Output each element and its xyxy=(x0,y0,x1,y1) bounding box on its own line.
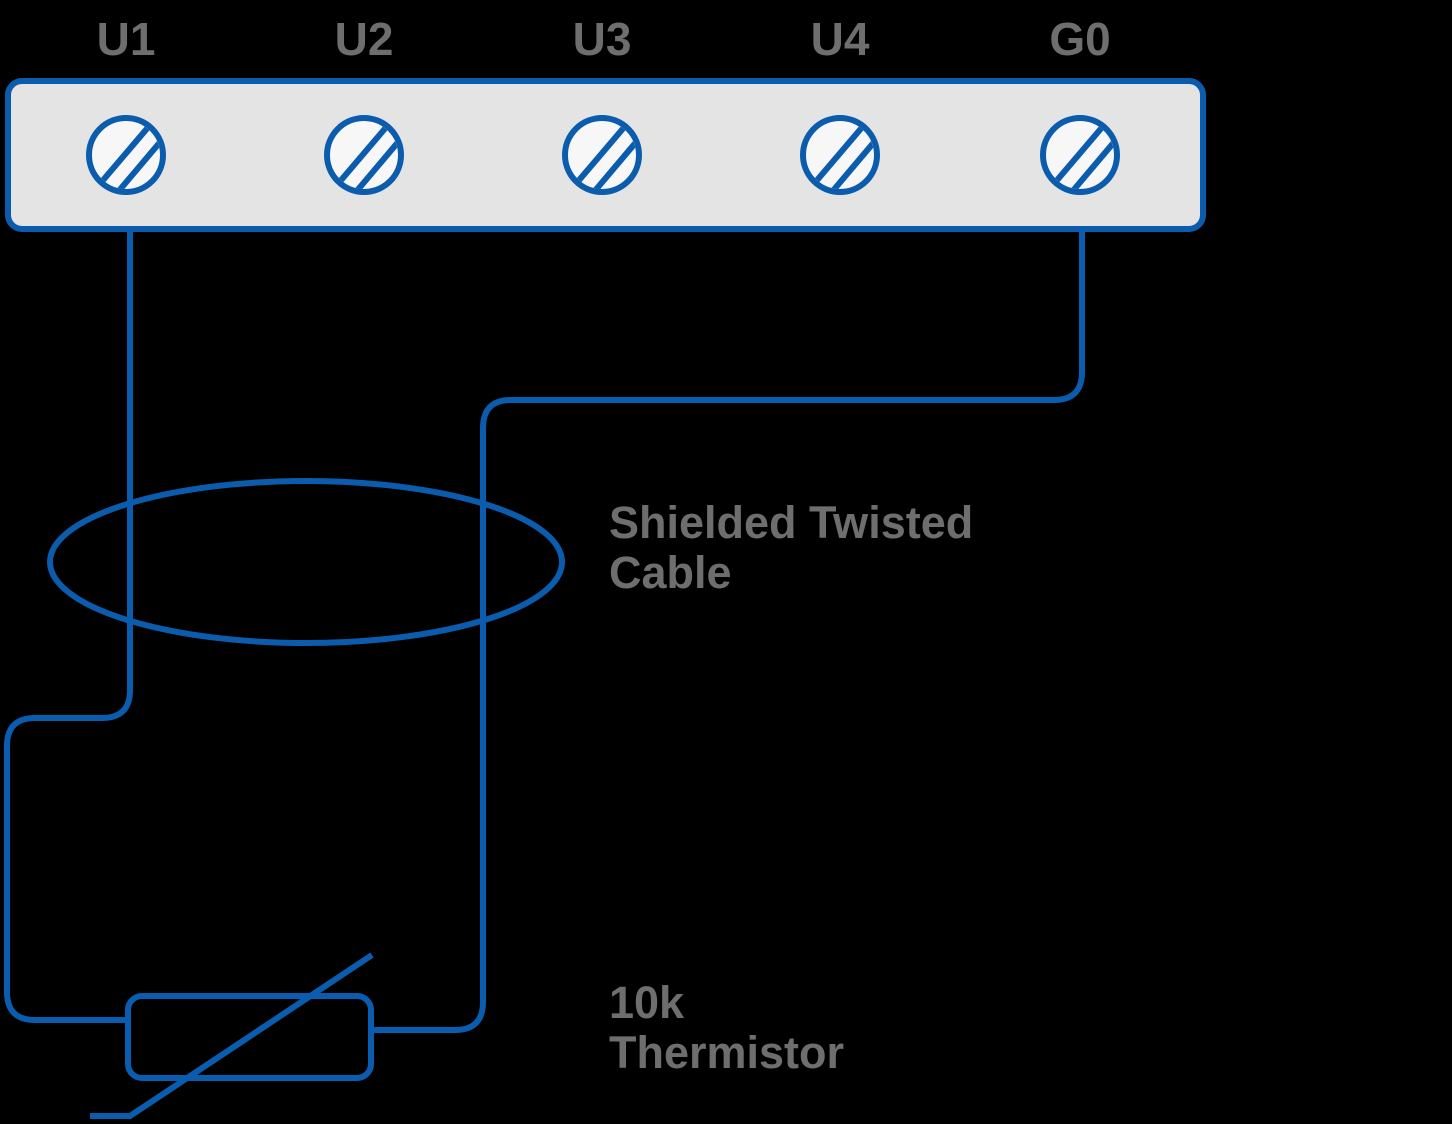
thermistor-symbol xyxy=(90,952,374,1119)
thermistor-label: 10k Thermistor xyxy=(609,977,845,1079)
screw-terminal-u3[interactable] xyxy=(562,115,648,199)
shield-ellipse xyxy=(47,478,565,646)
terminal-label-g0: G0 xyxy=(1049,13,1111,65)
screw-slot-line xyxy=(823,126,874,189)
screw-slot-line xyxy=(92,121,159,189)
thermistor-diagonal-line xyxy=(90,952,374,1119)
screw-slot-line xyxy=(806,121,873,189)
screw-slot-line xyxy=(585,126,636,189)
screw-slot-line xyxy=(1063,126,1114,189)
terminal-label-u2: U2 xyxy=(334,13,394,65)
screw-slot-line xyxy=(109,126,160,189)
terminal-label-u3: U3 xyxy=(572,13,632,65)
shielded-twisted-cable-label: Shielded Twisted Cable xyxy=(609,497,974,599)
terminal-label-u4: U4 xyxy=(810,13,870,65)
terminal-label-u1: U1 xyxy=(96,13,156,65)
wire-u1-to-thermistor xyxy=(4,229,133,1023)
screw-slot-line xyxy=(330,121,397,189)
screw-slot-line xyxy=(568,121,635,189)
screw-slot-line xyxy=(1046,121,1113,189)
wire-g0-to-thermistor xyxy=(369,229,1085,1033)
screw-terminal-u4[interactable] xyxy=(800,115,886,199)
screw-slot-line xyxy=(347,126,398,189)
thermistor-body xyxy=(125,993,374,1081)
screw-terminal-u2[interactable] xyxy=(324,115,410,199)
screw-terminal-g0[interactable] xyxy=(1040,115,1126,199)
screw-terminal-u1[interactable] xyxy=(86,115,172,199)
